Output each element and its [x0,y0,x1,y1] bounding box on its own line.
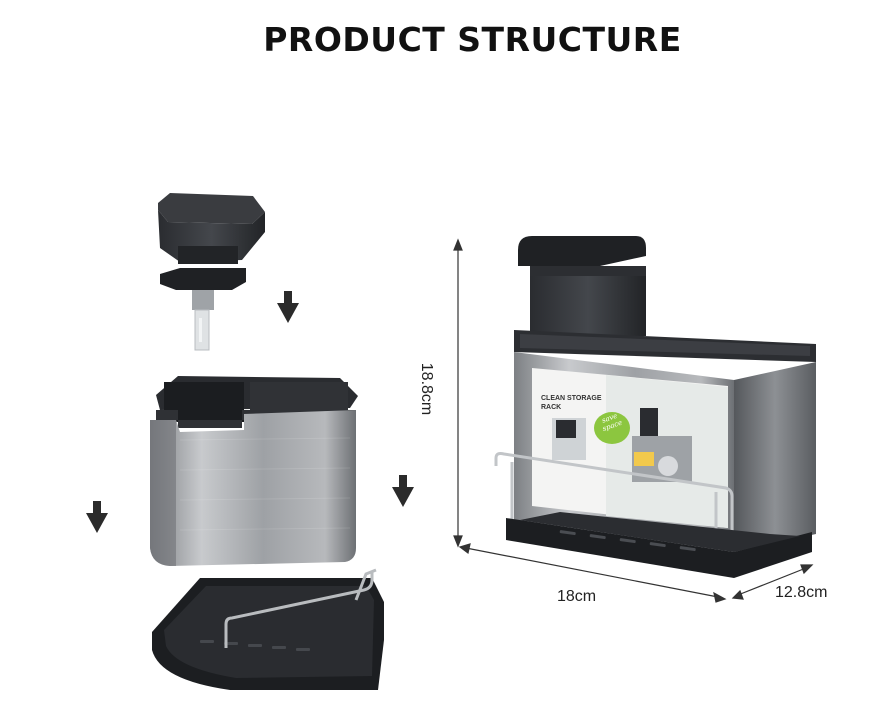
height-dimension: 18.8cm [418,362,436,416]
width-dimension: 18cm [557,588,597,605]
assembled-rack [494,236,816,578]
down-arrow-icon [86,501,108,533]
page-title: PRODUCT STRUCTURE [263,20,682,59]
package-title-line1: CLEAN STORAGE [541,395,602,402]
down-arrow-icon [277,291,299,323]
drip-tray [152,568,384,690]
package-title: CLEAN STORAGE RACK [541,394,611,412]
pump-head [158,193,265,351]
depth-dimension: 12.8cm [775,584,828,601]
package-title-line2: RACK [541,404,562,411]
stainless-container [150,376,358,566]
dimension-arrow-icon [453,238,814,603]
down-arrow-icon [392,475,414,507]
